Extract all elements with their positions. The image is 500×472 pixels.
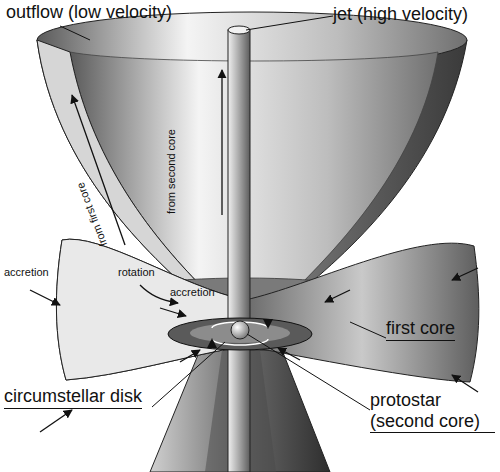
component-label: circumstellar disk bbox=[4, 386, 142, 409]
first-core-cut-face bbox=[56, 239, 245, 380]
accretion-arrow bbox=[40, 410, 72, 432]
jet-arrow bbox=[221, 70, 222, 215]
process-label: rotation bbox=[118, 266, 155, 279]
circumstellar-disk bbox=[168, 318, 312, 350]
accretion-arrow bbox=[452, 268, 478, 280]
first-core-left bbox=[56, 239, 245, 380]
leader-line bbox=[247, 334, 370, 410]
protostar-sphere bbox=[231, 321, 249, 339]
flow-label: from second core bbox=[165, 129, 178, 214]
accretion-arrow bbox=[180, 350, 200, 362]
component-label: first core bbox=[386, 318, 455, 341]
first-core-right bbox=[245, 243, 479, 382]
process-label: accretion bbox=[4, 266, 49, 279]
accretion-arrow bbox=[278, 348, 300, 360]
component-label: protostar (second core) bbox=[370, 390, 495, 433]
process-label: accretion bbox=[170, 286, 215, 299]
accretion-arrow bbox=[160, 308, 186, 316]
leader-line bbox=[246, 16, 333, 30]
leader-line bbox=[350, 322, 386, 338]
region-label: outflow (low velocity) bbox=[6, 2, 172, 23]
accretion-arrow bbox=[30, 290, 60, 305]
region-label: jet (high velocity) bbox=[333, 4, 468, 25]
accretion-arrow bbox=[325, 290, 350, 302]
leader-line bbox=[60, 26, 90, 40]
leader-line bbox=[152, 342, 225, 407]
jet bbox=[228, 30, 250, 472]
